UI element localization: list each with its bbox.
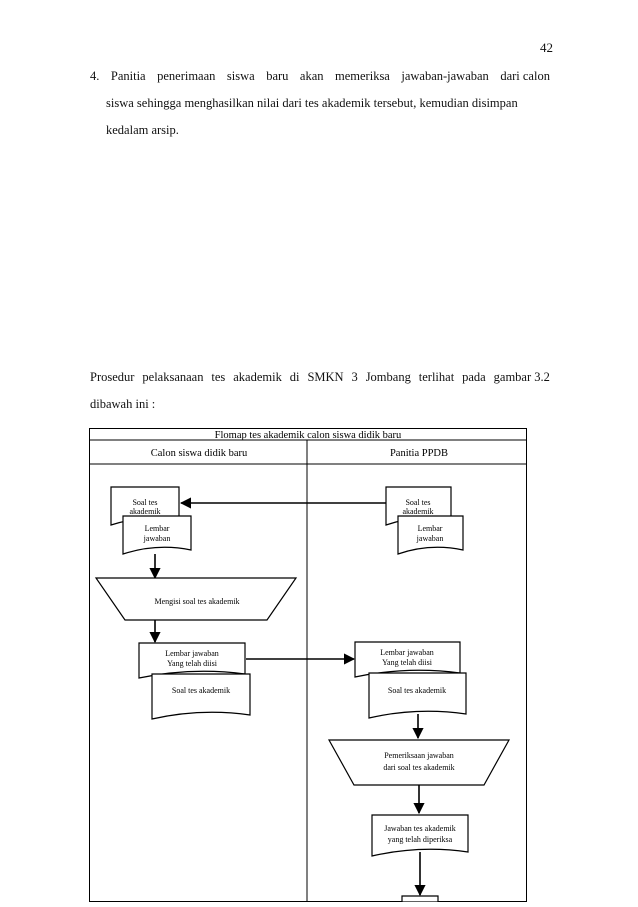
doc-filled-soal-left-label: Soal tes akademik xyxy=(172,686,230,695)
item4-line1: 4. Panitia penerimaan siswa baru akan me… xyxy=(90,63,550,90)
intro-line2: dibawah ini : xyxy=(90,397,156,411)
item4-word: Panitia xyxy=(110,69,146,83)
item4-line2: siswa sehingga menghasilkan nilai dari t… xyxy=(106,96,518,110)
page-number: 42 xyxy=(540,40,553,55)
item4-line3: kedalam arsip. xyxy=(106,123,179,137)
intro-paragraph: Prosedur pelaksanaan tes akademik di SMK… xyxy=(90,364,550,418)
doc-lembar-left-line1: Lembar xyxy=(145,524,170,533)
item4-word: dari calon xyxy=(500,69,550,83)
flowmap-title: Flomap tes akademik calon siswa didik ba… xyxy=(215,430,402,441)
doc-filled-soal-right-label: Soal tes akademik xyxy=(388,686,446,695)
doc-soal-left-line2: akademik xyxy=(129,507,160,516)
doc-lembar-right-line2: jawaban xyxy=(416,534,444,543)
intro-line1: Prosedur pelaksanaan tes akademik di SMK… xyxy=(90,364,550,391)
doc-soal-left-line1: Soal tes xyxy=(132,498,157,507)
lane-title-student: Calon siswa didik baru xyxy=(151,448,248,459)
manual-op-check xyxy=(327,739,511,786)
intro-word: terlihat xyxy=(418,370,455,384)
item4-word: penerimaan xyxy=(157,69,216,83)
doc-soal-right-line2: akademik xyxy=(402,507,433,516)
doc-result-right-line2: yang telah diperiksa xyxy=(388,835,453,844)
doc-filled-soal-right xyxy=(368,672,467,719)
intro-word: SMKN xyxy=(307,370,344,384)
doc-lembar-left-line2: jawaban xyxy=(143,534,171,543)
numbered-item-4: 4. Panitia penerimaan siswa baru akan me… xyxy=(90,63,550,144)
intro-word: akademik xyxy=(233,370,282,384)
doc-lembar-right xyxy=(397,515,464,555)
doc-filled-right-line2: Yang telah diisi xyxy=(382,658,433,667)
item4-word: baru xyxy=(266,69,289,83)
doc-lembar-left xyxy=(122,515,192,555)
flowmap-svg: Flomap tes akademik calon siswa didik ba… xyxy=(89,428,527,903)
manual-op-fill-label: Mengisi soal tes akademik xyxy=(154,597,239,606)
item4-word: memeriksa xyxy=(335,69,390,83)
item4-number: 4. xyxy=(90,69,100,83)
manual-op-check-line1: Pemeriksaan jawaban xyxy=(384,751,454,760)
intro-word: tes xyxy=(211,370,226,384)
intro-word: pelaksanaan xyxy=(142,370,204,384)
intro-word: Prosedur xyxy=(90,370,135,384)
item4-word: siswa xyxy=(226,69,255,83)
item4-word: jawaban-jawaban xyxy=(401,69,489,83)
doc-filled-right-line1: Lembar jawaban xyxy=(380,648,434,657)
doc-result-right-line1: Jawaban tes akademik xyxy=(384,824,456,833)
intro-word: gambar 3.2 xyxy=(493,370,550,384)
doc-lembar-right-line1: Lembar xyxy=(418,524,443,533)
lane-title-committee: Panitia PPDB xyxy=(390,448,448,459)
item4-word: akan xyxy=(299,69,324,83)
intro-word: Jombang xyxy=(365,370,411,384)
manual-op-check-line2: dari soal tes akademik xyxy=(383,763,454,772)
archive-connector xyxy=(401,895,439,903)
intro-word: di xyxy=(289,370,300,384)
intro-word: 3 xyxy=(351,370,358,384)
manual-op-fill xyxy=(94,577,298,621)
doc-result-right xyxy=(371,814,469,857)
doc-filled-left-line2: Yang telah diisi xyxy=(167,659,218,668)
flowmap-diagram: Flomap tes akademik calon siswa didik ba… xyxy=(89,428,527,903)
doc-filled-soal-left xyxy=(151,673,251,720)
doc-filled-left-line1: Lembar jawaban xyxy=(165,649,219,658)
doc-soal-right-line1: Soal tes xyxy=(405,498,430,507)
intro-word: pada xyxy=(462,370,486,384)
